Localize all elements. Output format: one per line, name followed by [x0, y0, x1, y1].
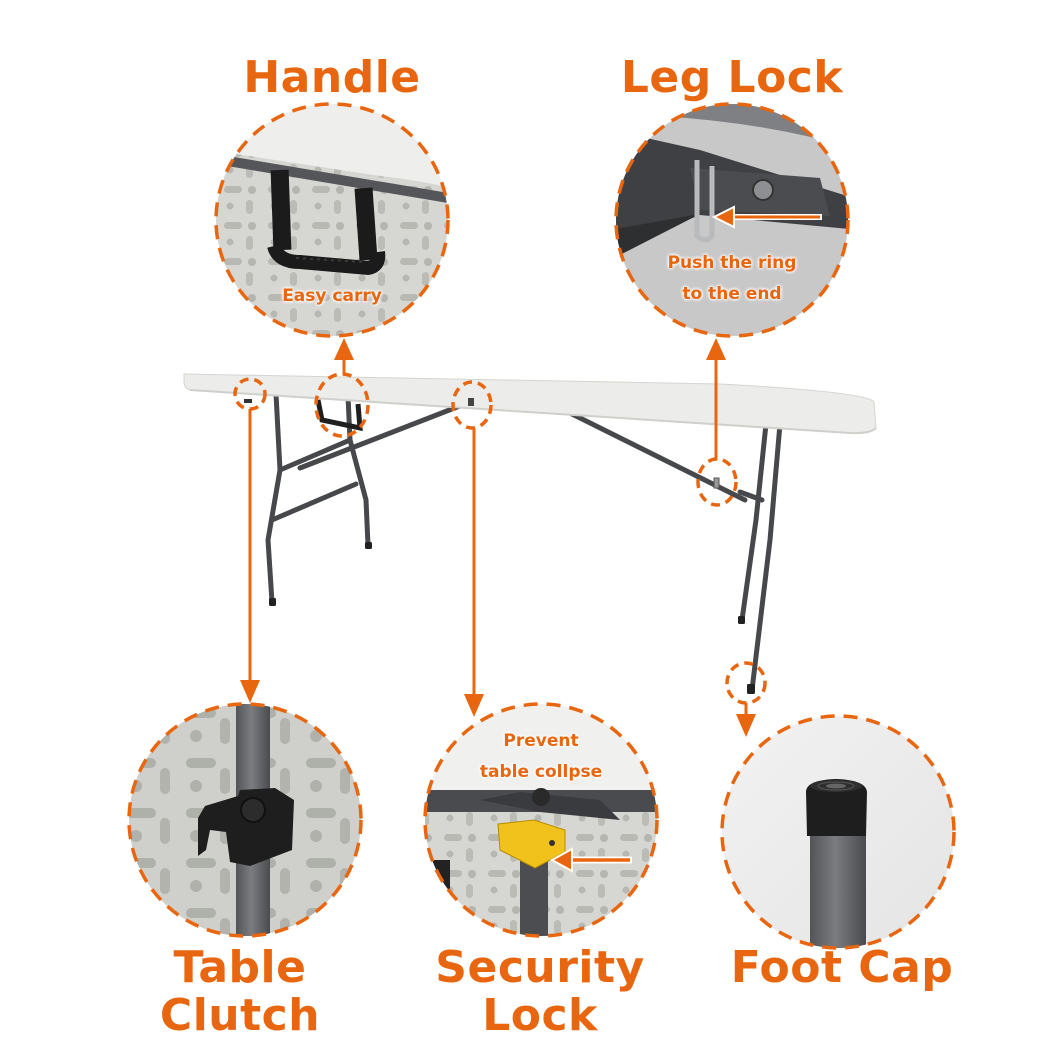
arrow-left-icon — [711, 205, 735, 229]
clip-icon — [198, 788, 294, 866]
marker-security-lock — [451, 380, 493, 430]
feature-title-table-clutch-1: Table — [173, 942, 307, 993]
callout-table-clutch — [127, 702, 363, 938]
arrow-down-icon — [240, 680, 260, 703]
callout-foot-cap — [720, 714, 956, 950]
arrow-down-icon — [464, 694, 484, 717]
feature-title-security-lock-2: Lock — [482, 990, 598, 1041]
arrow-down-icon — [736, 714, 756, 737]
ring-lock-icon — [694, 160, 715, 243]
callout-handle — [214, 102, 450, 338]
rubber-foot-cap-icon — [806, 779, 867, 836]
feature-title-security-lock-1: Security — [435, 942, 645, 993]
feature-caption-handle: Easy carry — [282, 286, 382, 306]
feature-title-handle: Handle — [243, 52, 421, 103]
arrow-left-icon — [549, 847, 573, 873]
detail-markers — [233, 372, 767, 705]
callout-leg-lock — [614, 102, 850, 338]
feature-caption-security-lock-2: table collpse — [479, 762, 603, 782]
feature-title-foot-cap: Foot Cap — [730, 942, 954, 993]
arrow-up-icon — [334, 338, 354, 360]
marker-handle — [314, 372, 370, 438]
feature-caption-security-lock-1: Prevent — [503, 731, 579, 751]
connector-arrows — [240, 338, 756, 737]
carry-handle-icon — [267, 169, 386, 276]
feature-title-table-clutch-2: Clutch — [159, 990, 321, 1041]
folding-table-illustration — [183, 373, 877, 694]
feature-caption-leg-lock-2: to the end — [682, 284, 782, 304]
marker-foot-cap — [725, 661, 767, 705]
feature-title-leg-lock: Leg Lock — [620, 52, 844, 103]
arrow-up-icon — [706, 338, 726, 360]
feature-caption-leg-lock-1: Push the ring — [667, 253, 797, 273]
